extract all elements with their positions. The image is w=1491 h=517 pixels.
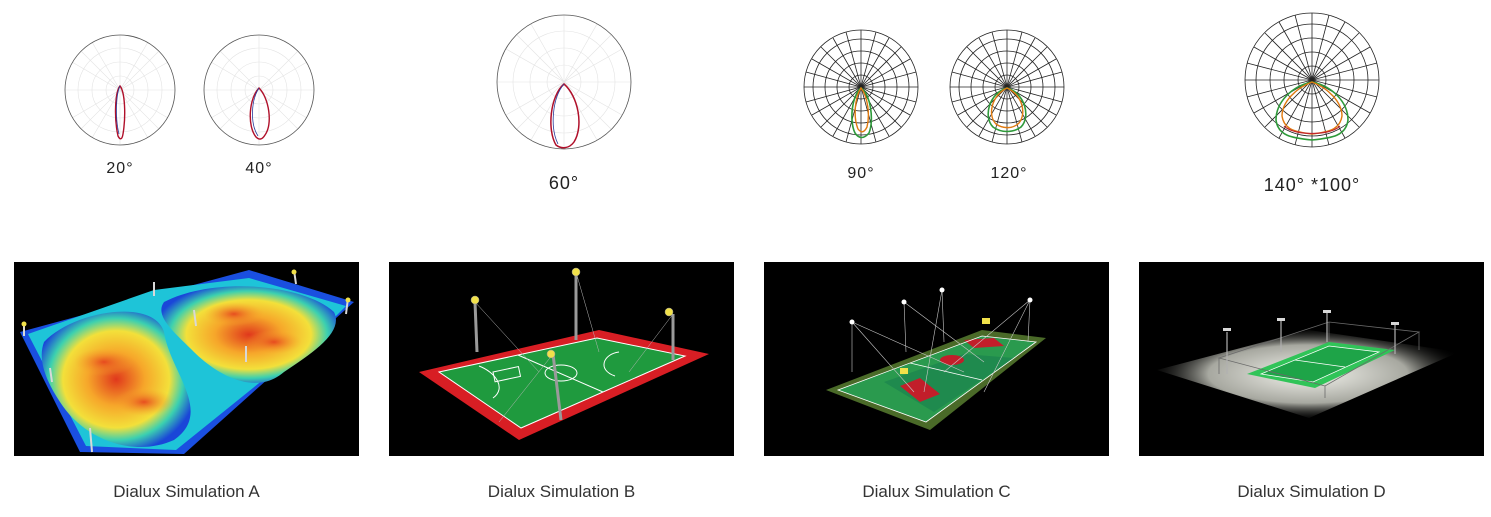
polar-diagram-120	[949, 29, 1065, 145]
angle-label-90: 90°	[847, 165, 875, 182]
caption-simulation-c: Dialux Simulation C	[862, 482, 1011, 501]
polar-diagram-40	[203, 34, 315, 146]
angle-label-60: 60°	[548, 173, 580, 193]
polar-diagram-90	[803, 29, 919, 145]
simulation-image-a	[14, 262, 359, 456]
angle-label-20: 20°	[106, 160, 134, 177]
polar-diagram-140x100	[1244, 12, 1380, 148]
polar-diagram-60	[496, 14, 632, 150]
caption-simulation-d: Dialux Simulation D	[1237, 482, 1386, 501]
angle-label-140x100: 140° *100°	[1263, 175, 1361, 195]
polar-diagram-20	[64, 34, 176, 146]
angle-label-40: 40°	[245, 160, 273, 177]
caption-simulation-a: Dialux Simulation A	[113, 482, 260, 501]
simulation-image-c	[764, 262, 1109, 456]
simulation-image-b	[389, 262, 734, 456]
angle-label-120: 120°	[990, 165, 1028, 182]
caption-simulation-b: Dialux Simulation B	[487, 482, 636, 501]
simulation-image-d	[1139, 262, 1484, 456]
